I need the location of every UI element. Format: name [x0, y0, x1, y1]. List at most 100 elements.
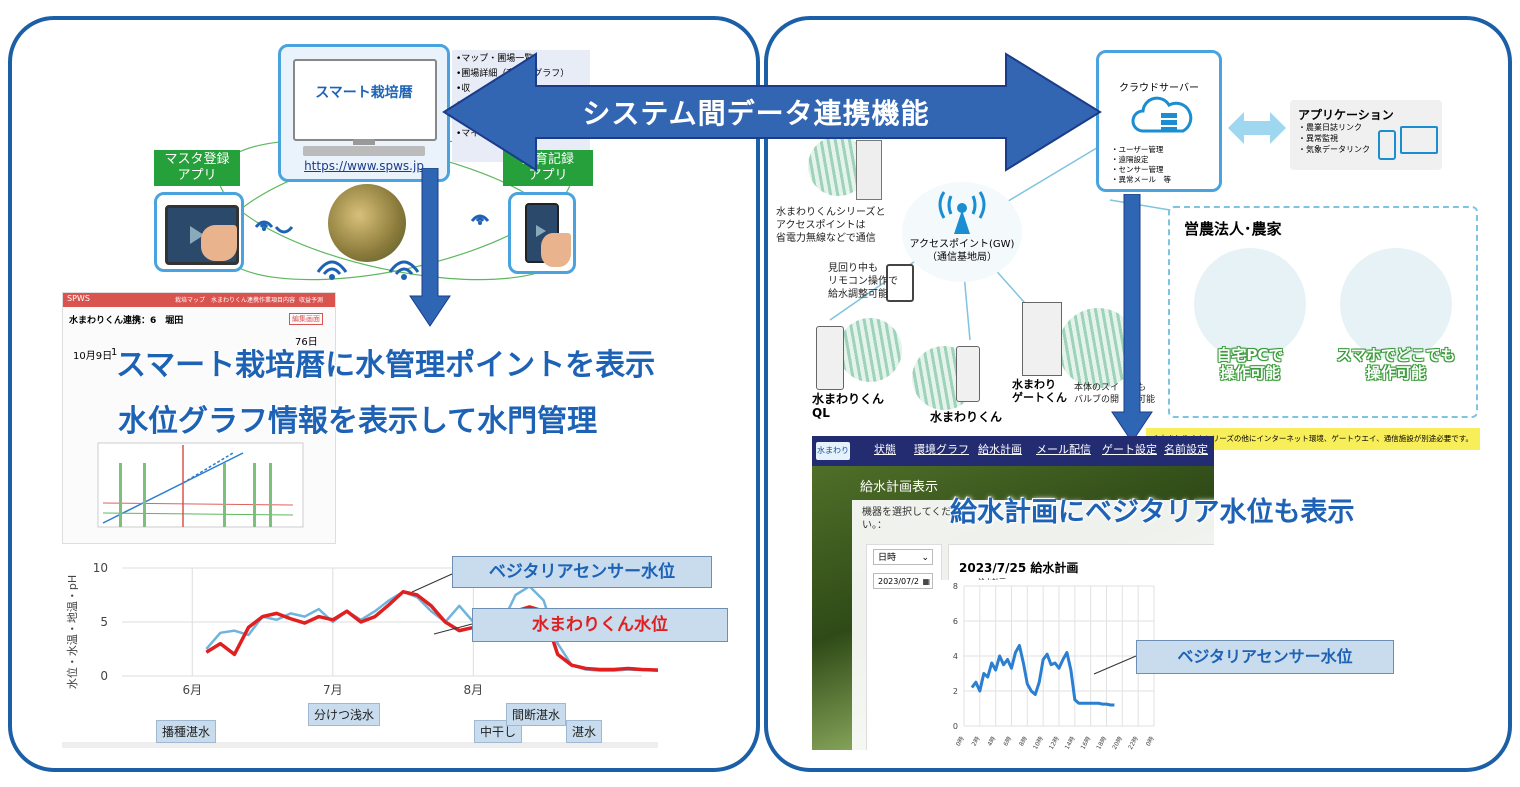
wifi-icon: [388, 260, 420, 280]
app-title: アプリケーション: [1298, 108, 1394, 122]
y-tick-label: 2: [953, 687, 958, 696]
series-mizumawari-line: [205, 590, 658, 672]
laptop-icon: [1400, 126, 1438, 154]
spws-edit-button[interactable]: 編集画面: [289, 313, 323, 325]
x-tick-label: 0時: [1144, 735, 1156, 748]
x-tick-label: 6時: [1001, 735, 1013, 748]
nav-env-graph[interactable]: 環境グラフ: [914, 443, 969, 456]
nav-status[interactable]: 状態: [874, 443, 896, 456]
smartphone-image: [508, 192, 576, 274]
spws-nav-item[interactable]: 収益予測: [299, 297, 324, 304]
keyboard-icon: [303, 146, 425, 156]
x-tick-label: 2時: [970, 735, 982, 748]
y-tick-label: 8: [953, 582, 958, 591]
y-axis-label: 水位・水温・地温・pH: [65, 575, 79, 689]
hand-icon: [541, 233, 571, 267]
webapp-logo[interactable]: 水まわり: [816, 442, 850, 460]
x-tick-label: 7月: [323, 683, 343, 697]
device-ql-image: [816, 326, 844, 390]
calendar-url[interactable]: https://www.spws.jp: [304, 159, 424, 173]
home-pc-label: 自宅PCで 操作可能: [1216, 346, 1284, 382]
device-basic-label: 水まわりくん: [930, 410, 1003, 424]
home-pc-image: [1194, 248, 1306, 360]
calendar-icon: ▦: [922, 577, 930, 586]
x-tick-label: 4時: [986, 735, 998, 748]
farm-box: 営農法人･農家 自宅PCで 操作可能 スマホでどこでも 操作可能: [1168, 206, 1478, 418]
spws-date: 76日: [295, 337, 318, 348]
double-arrow: [1228, 112, 1286, 144]
device-basic-image: [956, 346, 980, 402]
gateway: アクセスポイント(GW) （通信基地局）: [902, 182, 1022, 282]
spws-screenshot: SPWS 栽培マップ 水まわりくん連携 作業項目内容 収益予測 水まわりくん連携…: [62, 292, 336, 544]
spws-date: 10月9日: [73, 351, 113, 362]
right-headline: 給水計画にベジタリア水位も表示: [950, 497, 1355, 528]
nav-gate-settings[interactable]: ゲート設定: [1102, 443, 1157, 456]
select-prompt: 機器を選択してくだ い。：: [862, 507, 952, 531]
tablet-image: [154, 192, 244, 272]
x-tick-label: 6月: [182, 683, 202, 697]
chart-title: 2023/7/25 給水計画: [959, 561, 1079, 575]
stage-label: 湛水: [566, 720, 603, 743]
webapp-page-title: 給水計画表示: [860, 480, 939, 495]
down-arrow: [1111, 194, 1153, 443]
application-box: アプリケーション ・農業日誌リンク ・異常監視 ・気象データリンク: [1290, 100, 1442, 170]
menu-item: •収: [456, 84, 471, 94]
webapp-navbar: 水まわり 状態 環境グラフ 給水計画 メール配信 ゲート設定 名前設定: [812, 436, 1214, 466]
sensor-note: 水まわりくんシリーズと アクセスポイントは 省電力無線などで通信: [776, 207, 886, 244]
farm-title: 営農法人･農家: [1184, 220, 1282, 238]
field-image: [838, 318, 902, 382]
hand-icon: [201, 225, 237, 261]
phone-icon: [1378, 130, 1396, 160]
spws-nav-item[interactable]: 栽培マップ: [175, 297, 206, 304]
spws-date: 1: [111, 347, 118, 358]
smart-calendar-box: スマート栽培暦 https://www.spws.jp: [278, 44, 450, 182]
master-app-label: マスタ登録 アプリ: [154, 150, 240, 186]
callout-mizumawari: 水まわりくん水位: [472, 608, 728, 642]
y-tick-label: 0: [100, 669, 108, 683]
device-gate-image: [1022, 302, 1062, 376]
remote-note: 見回り中も リモコン操作で 給水調整可能: [828, 263, 898, 300]
nav-water-plan[interactable]: 給水計画: [978, 443, 1022, 456]
menu-item: •マップ・圃場一覧: [456, 54, 534, 64]
y-tick-label: 0: [953, 722, 958, 731]
app-items: ・農業日誌リンク ・異常監視 ・気象データリンク: [1298, 123, 1370, 154]
system-link-label: システム間データ連携機能: [582, 97, 930, 130]
gateway-label: アクセスポイント(GW) （通信基地局）: [909, 239, 1015, 263]
wifi-icon: [316, 260, 348, 280]
y-tick-label: 4: [953, 652, 958, 661]
stage-label: 分けつ浅水: [308, 703, 381, 726]
x-tick-label: 0時: [954, 735, 966, 748]
nav-name-settings[interactable]: 名前設定: [1164, 443, 1208, 456]
cloud-icon: [1131, 96, 1193, 133]
calendar-box-title: スマート栽培暦: [315, 85, 413, 101]
date-input[interactable]: 2023/07/2▦: [873, 573, 933, 589]
down-arrow: [409, 168, 451, 327]
wifi-icon: [254, 220, 294, 234]
callout-vegitalia-right: ベジタリアセンサー水位: [1136, 640, 1394, 674]
callout-vegitalia-left: ベジタリアセンサー水位: [452, 556, 712, 588]
device-image: [856, 140, 882, 200]
spws-nav-item[interactable]: 水まわりくん連携: [211, 297, 260, 304]
smartphone-user-image: [1340, 248, 1452, 360]
antenna-icon: [938, 191, 986, 234]
cloud-title: クラウドサーバー: [1119, 83, 1199, 94]
x-tick-label: 8時: [1017, 735, 1029, 748]
rice-photo: [328, 184, 406, 262]
nav-mail[interactable]: メール配信: [1036, 443, 1091, 456]
menu-item: •マイ: [456, 129, 480, 139]
monitor-icon: [293, 59, 437, 141]
device-gate-note: 本体のスイ でも バルブの開 可能: [1074, 383, 1156, 405]
smartphone-icon: [886, 264, 914, 302]
spws-nav-item[interactable]: 作業項目内容: [259, 297, 296, 304]
cloud-server-box: クラウドサーバー ・ユーザー管理 ・遠隔設定 ・センサー管理 ・異常メール 等: [1096, 50, 1222, 192]
callout-leader: [1093, 655, 1137, 675]
cloud-items: ・ユーザー管理 ・遠隔設定 ・センサー管理 ・異常メール 等: [1111, 145, 1171, 184]
y-tick-label: 10: [93, 561, 108, 575]
device-gate-label: 水まわり ゲートくん: [1012, 378, 1067, 404]
series-vegitalia-line: [970, 644, 1115, 707]
type-select[interactable]: 日時⌄: [873, 549, 933, 565]
device-ql-label: 水まわりくん QL: [812, 392, 885, 420]
smartphone-label: スマホでどこでも 操作可能: [1336, 346, 1456, 382]
footnote: ※水まわりくんシリーズの他にインターネット環境、ゲートウエイ、通信施設が別途必要…: [1146, 428, 1480, 450]
